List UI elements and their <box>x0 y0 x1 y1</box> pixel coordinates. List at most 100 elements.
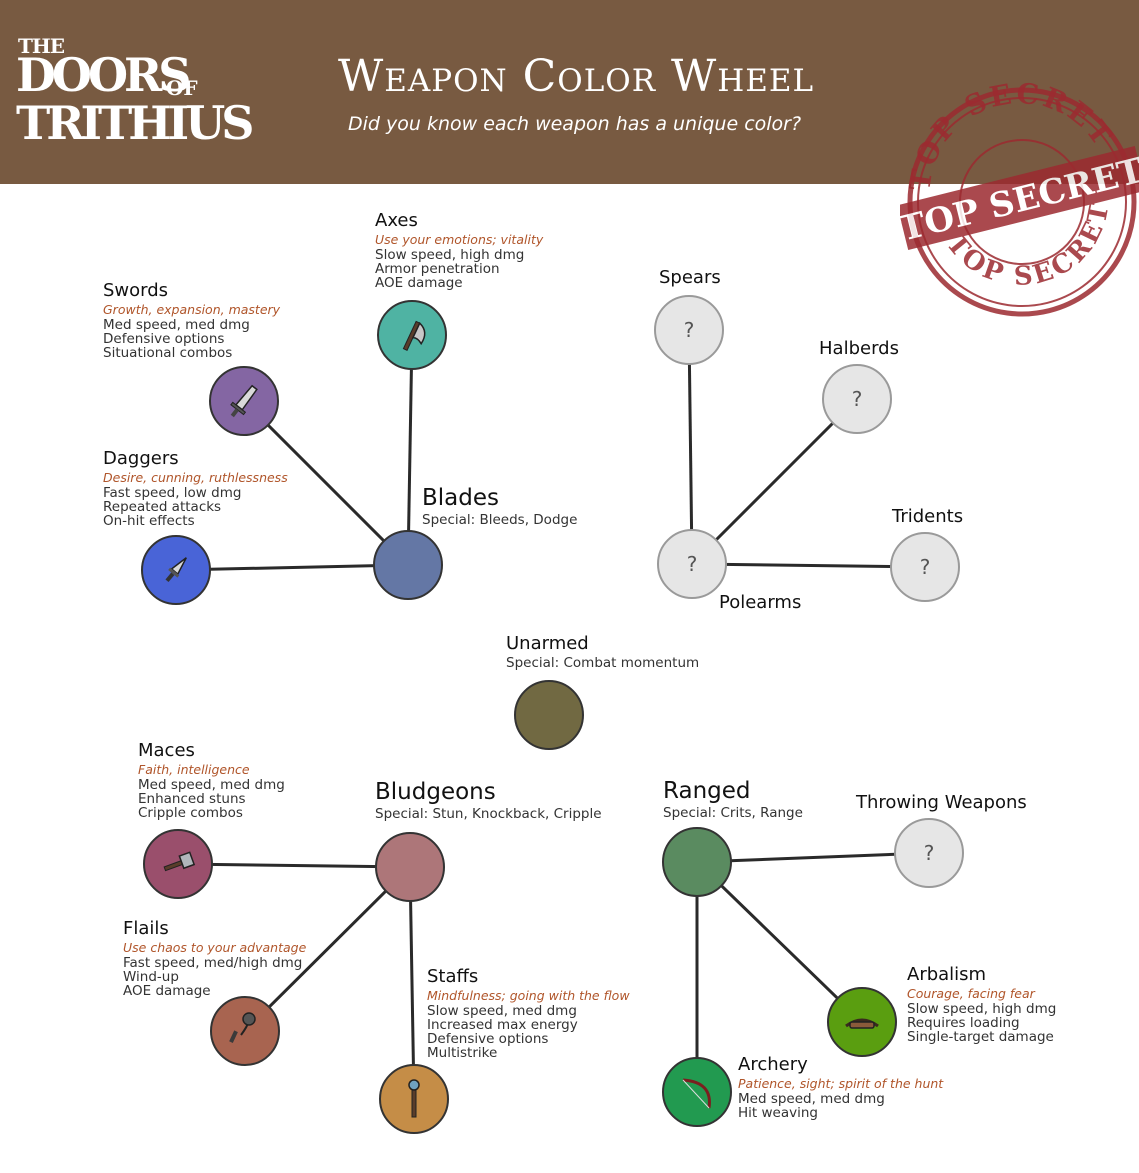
staffs-line-4: Multistrike <box>427 1045 498 1061</box>
connector-polearms-halberds <box>690 397 859 566</box>
flails-name: Flails <box>123 918 169 939</box>
connector-bludgeons-staffs <box>408 866 416 1100</box>
axes-line-2: Armor penetration <box>375 261 500 277</box>
top-secret-stamp: TOP SECRET TOP SECRET TOP SECRET <box>900 75 1139 317</box>
staffs-tagline: Mindfulness; going with the flow <box>427 988 630 1003</box>
connector-ranged-throwing <box>696 851 930 864</box>
connector-polearms-spears <box>687 329 694 565</box>
label-flails: Flails Use chaos to your advantage Fast … <box>123 918 306 998</box>
axes-name: Axes <box>375 210 418 231</box>
node-spears <box>654 295 724 365</box>
spears-name: Spears <box>659 267 721 288</box>
staffs-line-3: Defensive options <box>427 1031 549 1047</box>
tridents-name: Tridents <box>892 506 964 527</box>
staffs-line-1: Slow speed, med dmg <box>427 1003 577 1019</box>
logo-trithius: TRITHIUS <box>16 96 255 150</box>
staffs-line-2: Increased max energy <box>427 1017 578 1033</box>
label-ranged: Ranged Special: Crits, Range <box>663 777 803 822</box>
ranged-special: Special: Crits, Range <box>663 805 803 821</box>
logo-doors: DOORS <box>16 48 191 102</box>
node-unarmed <box>514 680 584 750</box>
swords-line-3: Situational combos <box>103 345 233 361</box>
throwing-name: Throwing Weapons <box>856 792 1027 813</box>
axes-line-3: AOE damage <box>375 275 463 291</box>
node-blades <box>373 530 443 600</box>
unknown-symbol-spears: ? <box>684 318 695 342</box>
swords-name: Swords <box>103 280 169 301</box>
flails-line-3: AOE damage <box>123 983 211 999</box>
unarmed-special: Special: Combat momentum <box>506 655 700 671</box>
daggers-name: Daggers <box>103 448 179 469</box>
archery-tagline: Patience, sight; spirit of the hunt <box>738 1076 944 1091</box>
label-spears: Spears <box>659 267 721 289</box>
unknown-symbol-tridents: ? <box>920 555 931 579</box>
sword-icon <box>230 384 258 418</box>
connector-bludgeons-maces <box>177 862 411 869</box>
label-throwing-weapons: Throwing Weapons <box>856 792 1027 814</box>
arbalism-line-2: Requires loading <box>907 1015 1020 1031</box>
axes-line-1: Slow speed, high dmg <box>375 247 525 263</box>
crossbow-icon <box>845 1018 879 1029</box>
label-polearms: Polearms <box>719 592 801 614</box>
blades-special: Special: Bleeds, Dodge <box>422 512 578 528</box>
maces-name: Maces <box>138 740 195 761</box>
flails-line-1: Fast speed, med/high dmg <box>123 955 303 971</box>
daggers-line-3: On-hit effects <box>103 513 195 529</box>
connector-blades-axes <box>406 334 414 566</box>
flails-tagline: Use chaos to your advantage <box>123 940 307 955</box>
halberds-name: Halberds <box>819 338 899 359</box>
staffs-name: Staffs <box>427 966 479 987</box>
node-tridents <box>890 532 960 602</box>
label-maces: Maces Faith, intelligence Med speed, med… <box>138 740 285 820</box>
archery-name: Archery <box>738 1054 808 1075</box>
arbalism-line-3: Single-target damage <box>907 1029 1054 1045</box>
node-bludgeons <box>375 832 445 902</box>
arbalism-line-1: Slow speed, high dmg <box>907 1001 1057 1017</box>
label-arbalism: Arbalism Courage, facing fear Slow speed… <box>907 964 1056 1044</box>
arbalism-tagline: Courage, facing fear <box>907 986 1035 1001</box>
swords-line-2: Defensive options <box>103 331 225 347</box>
maces-line-1: Med speed, med dmg <box>138 777 285 793</box>
swords-tagline: Growth, expansion, mastery <box>103 302 281 317</box>
daggers-line-2: Repeated attacks <box>103 499 222 515</box>
label-tridents: Tridents <box>892 506 963 528</box>
node-polearms <box>657 529 727 599</box>
flails-line-2: Wind-up <box>123 969 179 985</box>
node-archery <box>662 1057 732 1127</box>
connector-blades-swords <box>242 399 410 567</box>
label-halberds: Halberds <box>819 338 899 360</box>
ranged-name: Ranged <box>663 778 751 804</box>
swords-line-1: Med speed, med dmg <box>103 317 250 333</box>
label-daggers: Daggers Desire, cunning, ruthlessness Fa… <box>103 448 288 528</box>
maces-tagline: Faith, intelligence <box>138 762 250 777</box>
connector-blades-daggers <box>175 563 409 572</box>
maces-line-2: Enhanced stuns <box>138 791 246 807</box>
page-subtitle: Did you know each weapon has a unique co… <box>348 113 802 135</box>
node-ranged <box>662 827 732 897</box>
axes-tagline: Use your emotions; vitality <box>375 232 544 247</box>
label-blades: Blades Special: Bleeds, Dodge <box>422 484 577 529</box>
connector-polearms-tridents <box>691 562 926 569</box>
unknown-symbol-halberds: ? <box>852 387 863 411</box>
maces-line-3: Cripple combos <box>138 805 243 821</box>
connector-ranged-arbalism <box>695 860 864 1024</box>
header-banner: THE DOORS OF TRITHIUS Weapon Color Wheel… <box>0 0 1139 184</box>
flail-icon <box>229 1012 256 1043</box>
polearms-name: Polearms <box>719 592 802 613</box>
label-staffs: Staffs Mindfulness; going with the flow … <box>427 966 630 1060</box>
blades-name: Blades <box>422 485 499 511</box>
label-swords: Swords Growth, expansion, mastery Med sp… <box>103 280 280 360</box>
label-unarmed: Unarmed Special: Combat momentum <box>506 633 699 672</box>
connector-bludgeons-flails <box>243 865 412 1033</box>
logo-of: OF <box>166 76 198 100</box>
node-throwing-weapons <box>894 818 964 888</box>
unarmed-name: Unarmed <box>506 633 589 654</box>
archery-line-2: Hit weaving <box>738 1105 818 1121</box>
bludgeons-special: Special: Stun, Knockback, Cripple <box>375 806 602 822</box>
axe-icon <box>402 320 426 352</box>
page-title: Weapon Color Wheel <box>338 51 815 102</box>
staff-icon <box>408 1079 420 1118</box>
dagger-icon <box>165 557 187 583</box>
label-bludgeons: Bludgeons Special: Stun, Knockback, Crip… <box>375 778 602 823</box>
